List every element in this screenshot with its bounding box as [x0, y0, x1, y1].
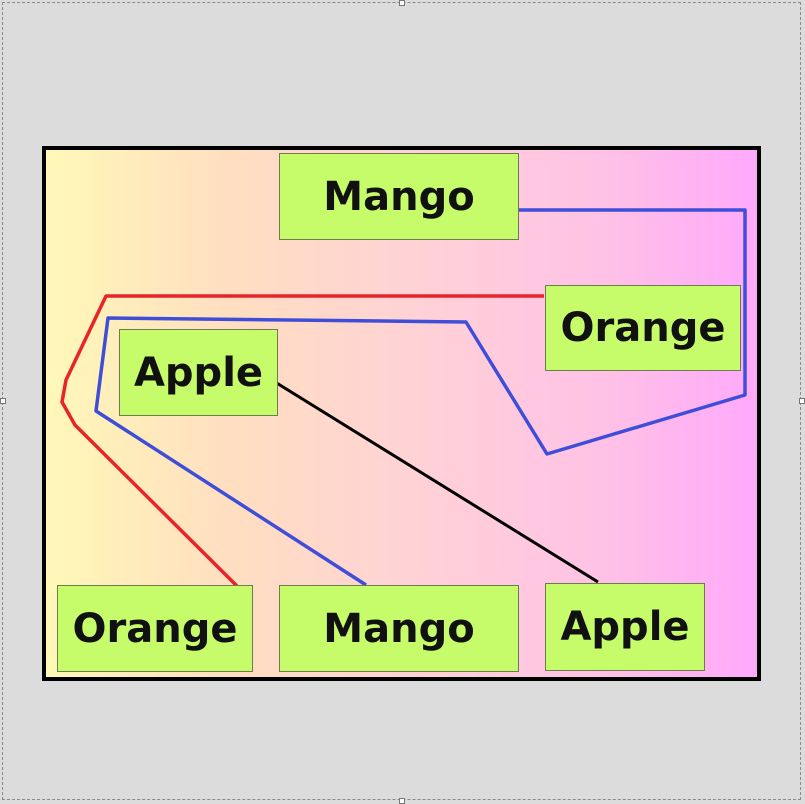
node-mango-bottom[interactable]: Mango [279, 585, 519, 672]
node-mango-top[interactable]: Mango [279, 153, 519, 240]
node-orange-bottom[interactable]: Orange [57, 585, 253, 672]
node-apple-left[interactable]: Apple [119, 329, 278, 416]
node-orange-right[interactable]: Orange [545, 285, 741, 371]
connector-red-orange-to-orange[interactable] [60, 294, 544, 588]
resize-handle-top[interactable] [399, 0, 405, 6]
node-apple-bottom[interactable]: Apple [545, 583, 705, 671]
connector-blue-mango-to-mango-top[interactable] [94, 208, 747, 587]
resize-handle-left[interactable] [0, 398, 6, 404]
connector-black-apple-to-apple[interactable] [274, 380, 599, 584]
